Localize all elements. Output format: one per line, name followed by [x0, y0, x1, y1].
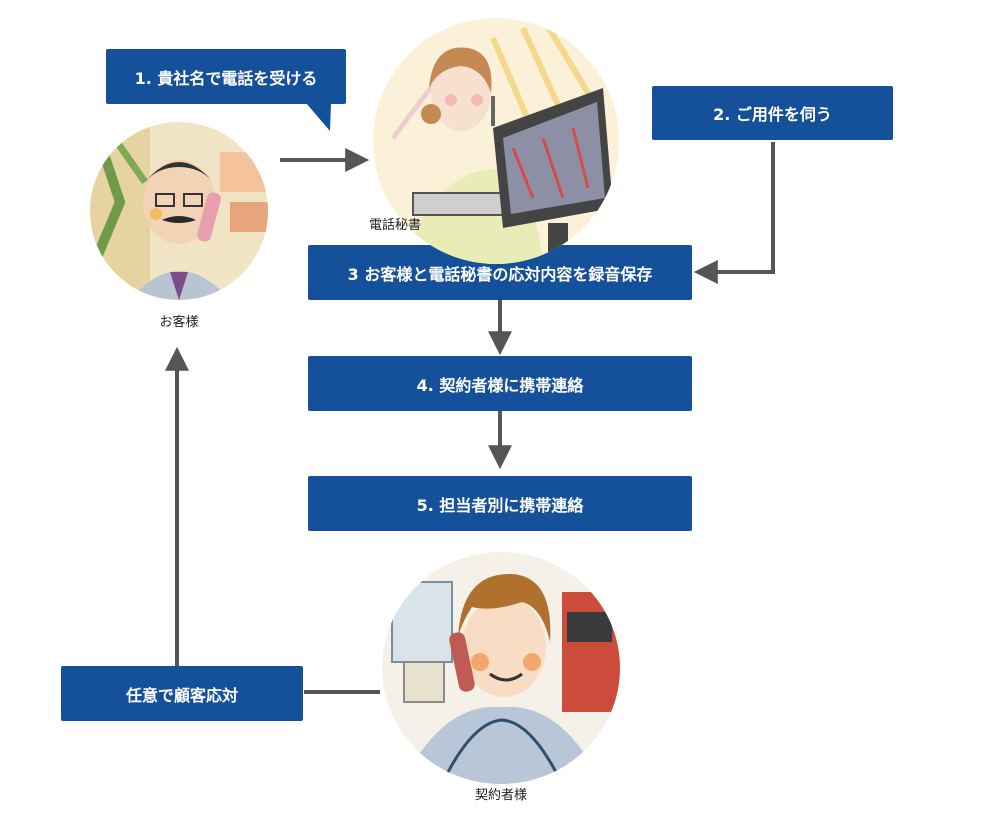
- step2-label: 2. ご用件を伺う: [713, 105, 832, 124]
- step3-label: 3 お客様と電話秘書の応対内容を録音保存: [347, 264, 653, 284]
- step1-label: 1. 貴社名で電話を受ける: [134, 68, 318, 88]
- contractor-icon: [382, 552, 620, 784]
- secretary-caption: 電話秘書: [368, 218, 421, 233]
- step2-box: 2. ご用件を伺う: [652, 86, 893, 140]
- step5-box: 5. 担当者別に携帯連絡: [308, 476, 692, 531]
- customer-icon: [90, 122, 268, 300]
- contractor-caption: 契約者様: [474, 788, 527, 803]
- step5-label: 5. 担当者別に携帯連絡: [416, 495, 584, 515]
- step4-box: 4. 契約者様に携帯連絡: [308, 356, 692, 411]
- customer-caption: お客様: [159, 315, 199, 330]
- step4-label: 4. 契約者様に携帯連絡: [416, 375, 584, 395]
- step1-bubble: 1. 貴社名で電話を受ける: [106, 49, 346, 104]
- arrow-step2-to-step3: [693, 142, 775, 284]
- optional-label: 任意で顧客応対: [125, 685, 238, 705]
- secretary-icon: [373, 18, 619, 264]
- optional-box: 任意で顧客応対: [61, 666, 303, 721]
